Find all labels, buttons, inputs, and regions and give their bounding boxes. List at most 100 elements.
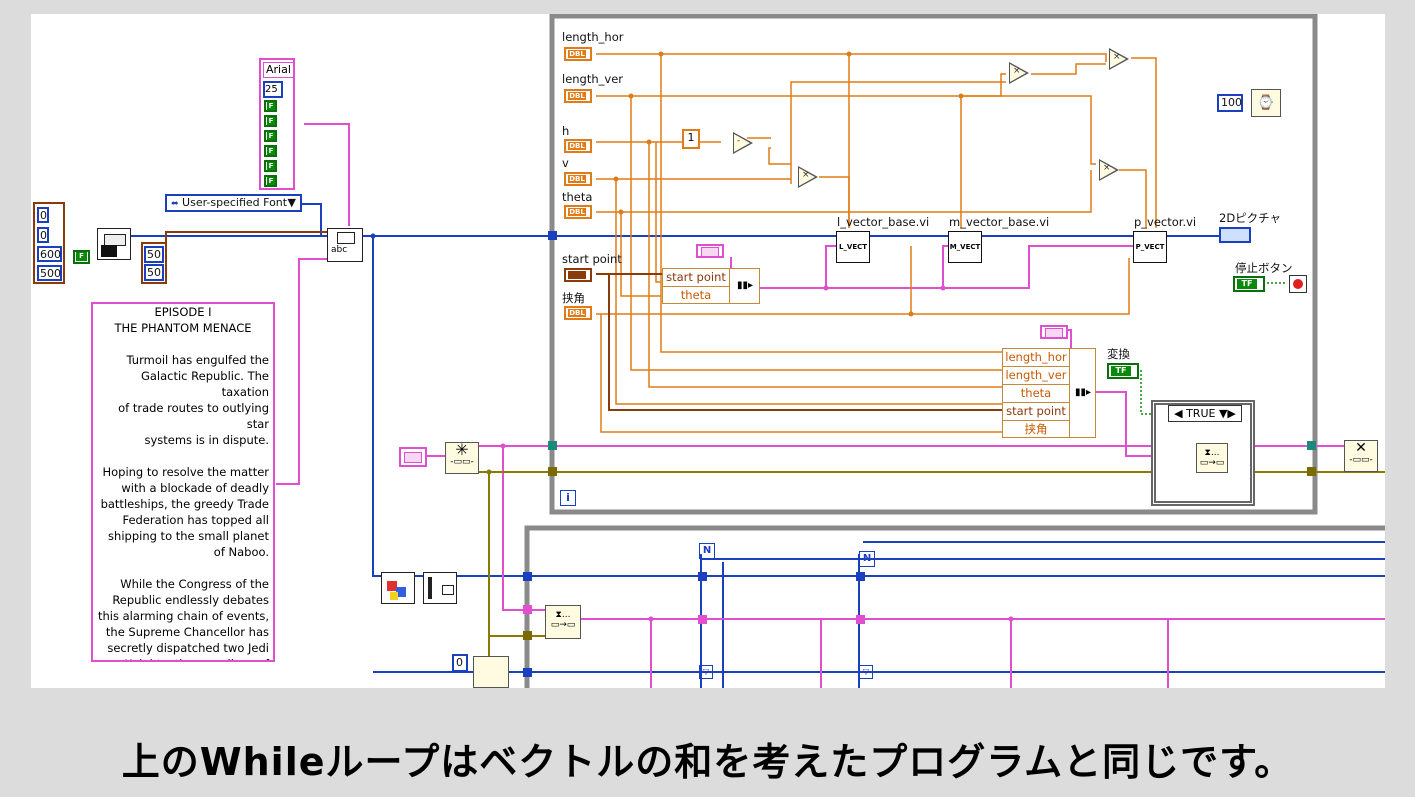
abc-icon: abc [331, 245, 348, 255]
henkan-control[interactable]: TF [1107, 363, 1139, 379]
draw-text-function-icon[interactable]: abc [327, 228, 363, 262]
story-line: EPISODE I [154, 305, 212, 319]
multiply-function-icon[interactable]: × [1109, 48, 1129, 70]
story-line: the Supreme Chancellor has [105, 625, 269, 639]
color-picker-icon[interactable] [381, 572, 415, 604]
array-function-icon[interactable] [473, 656, 509, 688]
multiply-function-icon[interactable]: × [798, 166, 818, 188]
story-line: While the Congress of the [120, 577, 269, 591]
start-point-label: start point [562, 252, 622, 266]
font-cluster-constant[interactable]: Arial 25 F F F F F F [259, 58, 295, 190]
henkan-label: 変換 [1107, 347, 1130, 361]
block-diagram: Arial 25 F F F F F F ⬌ User-specified Fo… [31, 14, 1385, 688]
picture-indicator[interactable] [1219, 227, 1251, 243]
shift-register-icon: ▽ [699, 665, 713, 679]
m-vector-label: m_vector_base.vi [949, 215, 1050, 229]
story-line: of trade routes to outlying star [118, 401, 269, 431]
bundle-field: theta [1003, 385, 1069, 403]
v-control[interactable]: DBL [564, 172, 592, 186]
story-text-constant[interactable]: EPISODE I THE PHANTOM MENACE Turmoil has e… [91, 302, 275, 662]
story-line: Hoping to resolve the matter [102, 465, 269, 479]
bool-flag: F [264, 160, 277, 172]
picture-constant[interactable] [696, 244, 724, 258]
rect-top-field[interactable]: 0 [37, 227, 49, 243]
font-ring-value: User-specified Font [182, 196, 288, 209]
bundle-by-name-large[interactable]: length_hor length_ver theta start point … [1002, 348, 1096, 438]
story-line: of Naboo. [213, 545, 269, 559]
bundle-field: 挟角 [1024, 422, 1048, 436]
false-constant[interactable]: F [73, 250, 90, 264]
loop-iteration-terminal: i [560, 490, 576, 506]
h-label: h [562, 124, 570, 138]
case-structure[interactable]: ◀ TRUE ▼▶ ⧗...▭→▭ [1151, 400, 1255, 506]
one-constant[interactable]: 1 [682, 129, 700, 149]
story-line: with a blockade of deadly [121, 481, 269, 495]
point-x-field[interactable]: 50 [144, 246, 164, 263]
wait-ms-constant[interactable]: 100 [1217, 94, 1243, 112]
story-line: Federation has topped all [122, 513, 270, 527]
ring-arrows-icon: ⬌ [171, 199, 179, 209]
bool-flag: F [264, 100, 277, 112]
for-loop-count-terminal: N [859, 551, 875, 567]
bundle-field: length_hor [1003, 349, 1069, 367]
multiply-function-icon[interactable]: × [1099, 159, 1119, 181]
rect-left-field[interactable]: 0 [37, 207, 49, 223]
length-ver-control[interactable]: DBL [564, 89, 592, 103]
picture-constant[interactable] [1040, 325, 1068, 339]
case-selector[interactable]: ◀ TRUE ▼▶ [1168, 405, 1242, 422]
stop-terminal-icon [1289, 275, 1307, 293]
h-control[interactable]: DBL [564, 139, 592, 153]
rect-cluster-constant[interactable]: 0 0 600 500 [33, 202, 65, 284]
picture-operation-icon[interactable]: ⧗...▭→▭ [545, 605, 581, 639]
kyokaku-control[interactable]: DBL [564, 306, 592, 320]
rect-bottom-field[interactable]: 500 [37, 265, 62, 281]
start-point-control[interactable] [564, 268, 592, 282]
bundle-by-name-small[interactable]: start point theta ▮▮▸ [662, 268, 760, 304]
v-label: v [562, 156, 569, 170]
story-line: battleships, the greedy Trade [100, 497, 269, 511]
story-line: THE PHANTOM MENACE [114, 321, 252, 335]
story-line [97, 560, 269, 576]
p-vector-subvi[interactable]: P_VECT [1133, 231, 1167, 263]
wait-timer-icon[interactable]: ⌚ [1251, 89, 1281, 117]
empty-picture-function-icon[interactable]: ✳-▭▭- [445, 442, 479, 474]
length-hor-control[interactable]: DBL [564, 47, 592, 61]
l-vector-subvi[interactable]: L_VECT [836, 231, 870, 263]
length-hor-label: length_hor [562, 30, 624, 44]
picture-indicator-label: 2Dピクチャ [1219, 211, 1282, 225]
kyokaku-label: 挟角 [562, 291, 585, 305]
story-line: Turmoil has engulfed the [126, 353, 269, 367]
story-line: Galactic Republic. The taxation [140, 369, 269, 399]
point-y-field[interactable]: 50 [144, 264, 164, 281]
picture-operation-icon[interactable]: ⧗...▭→▭ [1196, 443, 1228, 473]
story-line: secretly dispatched two Jedi [107, 641, 269, 655]
point-cluster-constant[interactable]: 50 50 [141, 242, 167, 284]
p-vector-label: p_vector.vi [1134, 215, 1197, 229]
draw-rect-function-icon[interactable] [97, 228, 131, 260]
story-line [97, 448, 269, 464]
font-ring-constant[interactable]: ⬌ User-specified Font ▼ [165, 194, 302, 212]
zero-constant[interactable]: 0 [452, 654, 468, 672]
picture-output-icon[interactable]: ✕-▭▭- [1344, 440, 1378, 472]
bundle-field: start point [1003, 403, 1069, 421]
stop-button-control[interactable]: TF [1233, 276, 1265, 292]
while-loop-frame [549, 14, 1318, 515]
story-line: Knights, the guardians of [97, 656, 269, 660]
case-selector-value: TRUE [1186, 407, 1216, 420]
bool-flag: F [264, 115, 277, 127]
length-ver-label: length_ver [562, 72, 624, 86]
m-vector-subvi[interactable]: M_VECT [948, 231, 982, 263]
bool-flag: F [264, 130, 277, 142]
to-array-icon[interactable] [423, 572, 457, 604]
subtract-function-icon[interactable]: - [733, 132, 753, 154]
font-size-field[interactable]: 25 [263, 81, 283, 98]
picture-constant[interactable] [399, 447, 427, 467]
multiply-function-icon[interactable]: × [1009, 62, 1029, 84]
dropdown-icon[interactable]: ▼ [287, 196, 296, 209]
story-line: shipping to the small planet [108, 529, 269, 543]
rect-right-field[interactable]: 600 [37, 246, 62, 262]
bool-flag: F [264, 145, 277, 157]
font-name-field[interactable]: Arial [263, 62, 295, 78]
theta-control[interactable]: DBL [564, 205, 592, 219]
bundle-field: length_ver [1003, 367, 1069, 385]
